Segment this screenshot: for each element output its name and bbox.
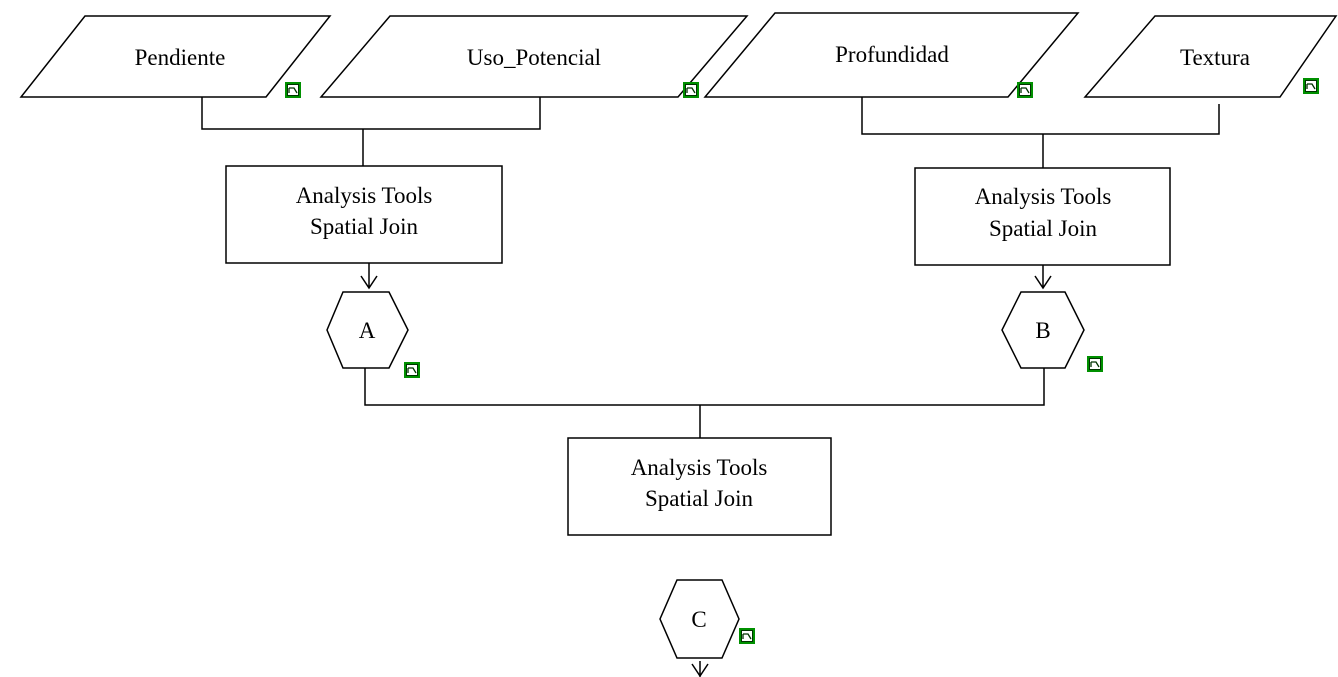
connector-a-b (364, 368, 1045, 406)
connectors (201, 97, 1220, 677)
input-pendiente-label: Pendiente (135, 45, 226, 70)
layer-properties-icon[interactable] (1016, 81, 1034, 99)
layer-properties-icon[interactable] (1302, 77, 1320, 95)
input-profundidad[interactable]: Profundidad (703, 12, 1080, 98)
arrow-join-right-to-b (1034, 265, 1052, 290)
layer-properties-icon[interactable] (1086, 355, 1104, 373)
arrow-join-left-to-a (360, 263, 378, 290)
output-c[interactable]: C (659, 579, 740, 659)
input-textura[interactable]: Textura (1083, 15, 1338, 98)
tool-spatial-join-left[interactable]: Analysis Tools Spatial Join (225, 165, 503, 264)
tool-right-line1: Analysis Tools (975, 184, 1112, 209)
connector-pendiente-uso (201, 97, 541, 130)
input-pendiente[interactable]: Pendiente (19, 15, 332, 98)
layer-properties-icon[interactable] (284, 81, 302, 99)
tool-left-line2: Spatial Join (310, 214, 418, 239)
tool-spatial-join-center[interactable]: Analysis Tools Spatial Join (567, 437, 832, 536)
arrow-c-output (691, 661, 709, 677)
input-uso-potencial[interactable]: Uso_Potencial (319, 15, 749, 98)
connector-profundidad-textura (861, 97, 1220, 135)
output-b-label: B (1035, 318, 1050, 343)
output-c-label: C (691, 607, 706, 632)
output-a[interactable]: A (326, 291, 409, 369)
tool-left-line1: Analysis Tools (296, 183, 433, 208)
layer-properties-icon[interactable] (738, 627, 756, 645)
input-textura-label: Textura (1180, 45, 1250, 70)
output-a-label: A (359, 318, 376, 343)
tool-spatial-join-right[interactable]: Analysis Tools Spatial Join (914, 167, 1171, 266)
input-uso-potencial-label: Uso_Potencial (467, 45, 601, 70)
output-b[interactable]: B (1001, 291, 1085, 369)
layer-properties-icon[interactable] (682, 81, 700, 99)
input-profundidad-label: Profundidad (835, 42, 949, 67)
tool-center-line1: Analysis Tools (631, 455, 768, 480)
tool-center-line2: Spatial Join (645, 486, 753, 511)
layer-properties-icon[interactable] (403, 361, 421, 379)
tool-right-line2: Spatial Join (989, 216, 1097, 241)
